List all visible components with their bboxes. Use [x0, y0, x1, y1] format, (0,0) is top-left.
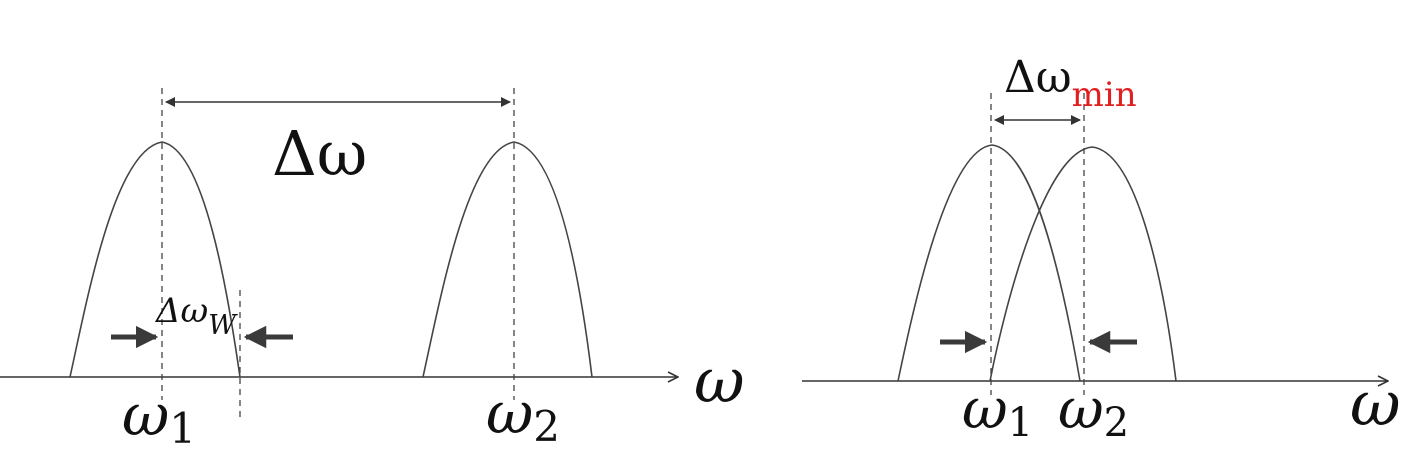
right-peak1-label: ω1: [962, 377, 1033, 446]
right-peak2-sub: 2: [1104, 400, 1129, 446]
left-peak1-label: ω1: [122, 381, 196, 453]
left-width-sub: W: [208, 310, 238, 341]
right-panel: Δωmin ω1 ω2 ω: [802, 52, 1401, 446]
left-peak2-omega: ω: [486, 379, 533, 447]
right-peak1-curve: [897, 144, 1081, 382]
left-axis-label: ω: [694, 344, 745, 417]
left-peak2-label: ω2: [486, 379, 560, 451]
right-axis-label: ω: [1350, 367, 1401, 440]
left-peak2-sub: 2: [533, 402, 560, 451]
right-separation-sub: min: [1072, 75, 1137, 115]
left-peak1-curve: [69, 141, 241, 378]
left-width-text: Δω: [154, 291, 208, 331]
right-separation-text: Δω: [1004, 52, 1072, 103]
right-peak2-label: ω2: [1058, 377, 1129, 446]
right-peak2-omega: ω: [1058, 377, 1104, 442]
left-peak1-sub: 1: [169, 404, 196, 453]
right-separation-label: Δωmin: [1004, 52, 1137, 115]
left-panel: Δω ΔωW ω1 ω2 ω: [0, 88, 745, 453]
left-peak1-omega: ω: [122, 381, 169, 449]
left-width-label: ΔωW: [154, 291, 238, 341]
right-peak2-curve: [989, 146, 1177, 382]
right-peak1-omega: ω: [962, 377, 1008, 442]
left-separation-label: Δω: [272, 117, 367, 190]
left-separation-text: Δω: [272, 117, 367, 190]
right-peak1-sub: 1: [1008, 400, 1033, 446]
left-peak2-curve: [422, 141, 593, 378]
